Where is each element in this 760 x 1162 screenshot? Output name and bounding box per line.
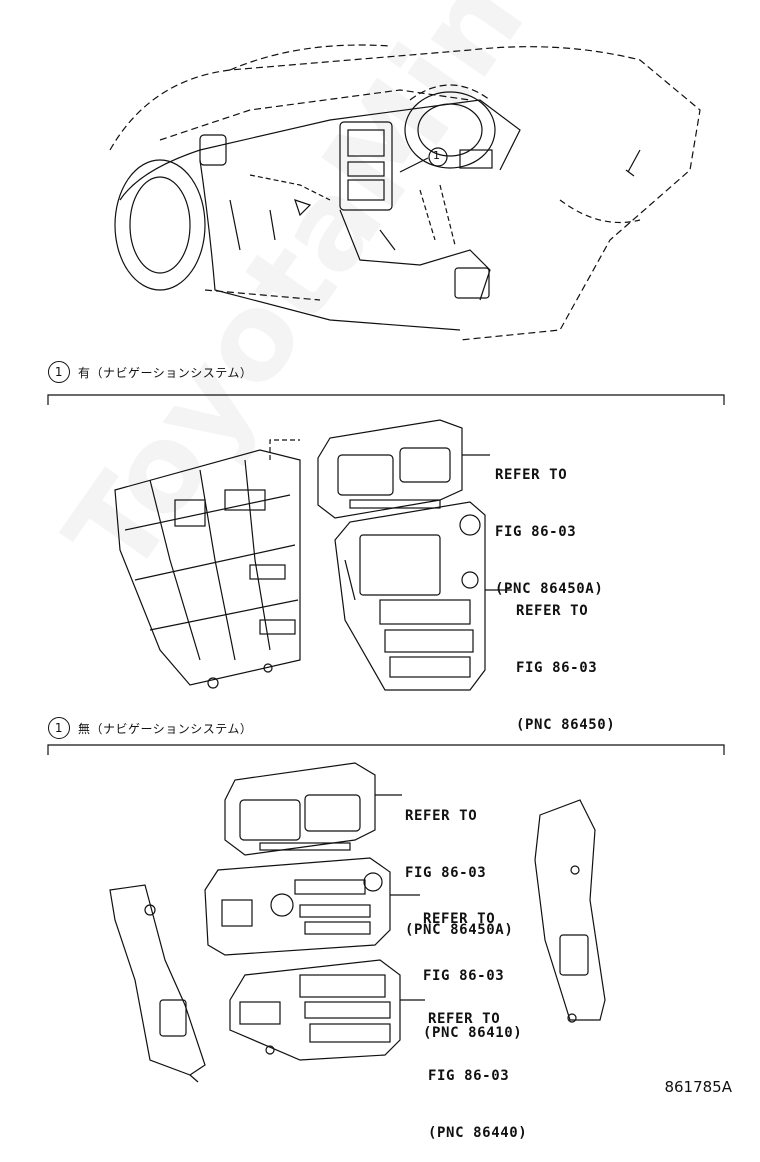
right-side-bracket [534,799,606,1023]
section-marker-1: 1 [48,361,70,383]
section-divider-1 [47,394,725,405]
ref-audio-unit: REFER TO FIG 86-03 (PNC 86410) [423,872,522,1062]
ref-line: REFER TO [495,467,568,483]
left-side-bracket [109,884,206,1083]
callout-number-label: 1 [433,149,440,162]
ref-line: FIG 86-03 [495,524,577,540]
ref-line: REFER TO [423,911,496,927]
ref-line: FIG 86-03 [428,1068,510,1084]
ref-line: (PNC 86450A) [405,922,514,938]
upper-trim-panel-non-nav [224,762,402,856]
ref-line: REFER TO [428,1011,501,1027]
ref-line: FIG 86-03 [423,968,505,984]
ref-nav-unit: REFER TO FIG 86-03 (PNC 86450) [516,564,615,754]
upper-trim-panel-nav [317,419,490,519]
callout-marker-1 [428,147,448,167]
navigation-audio-unit [334,501,512,691]
section-title-with-nav: 1 有（ナビゲーションシステム） [48,361,252,383]
section-title-without-nav: 1 無（ナビゲーションシステム） [48,717,252,739]
ref-heater-unit: REFER TO FIG 86-03 (PNC 86440) [428,972,527,1162]
ref-upper-panel-non-nav: REFER TO FIG 86-03 (PNC 86450A) [405,769,513,959]
section-label-without-nav: 無（ナビゲーションシステム） [78,721,253,736]
ref-line: (PNC 86440) [428,1125,528,1141]
ref-line: REFER TO [405,808,478,824]
audio-control-unit [204,857,420,956]
parts-diagram [47,44,725,1083]
section-divider-2 [47,744,725,755]
ref-line: (PNC 86450) [516,717,616,733]
section-label-with-nav: 有（ナビゲーションシステム） [78,365,253,380]
ref-line: (PNC 86450A) [495,581,604,597]
section-marker-2: 1 [48,717,70,739]
ref-line: FIG 86-03 [516,660,598,676]
ref-line: FIG 86-03 [405,865,487,881]
ref-upper-panel-nav: REFER TO FIG 86-03 (PNC 86450A) [495,428,603,618]
heater-control-unit [229,959,425,1061]
ref-line: REFER TO [516,603,589,619]
mounting-bracket-frame [114,439,301,689]
ref-line: (PNC 86410) [423,1025,523,1041]
figure-code: 861785A [664,1078,732,1096]
car-interior-illustration [109,44,701,341]
